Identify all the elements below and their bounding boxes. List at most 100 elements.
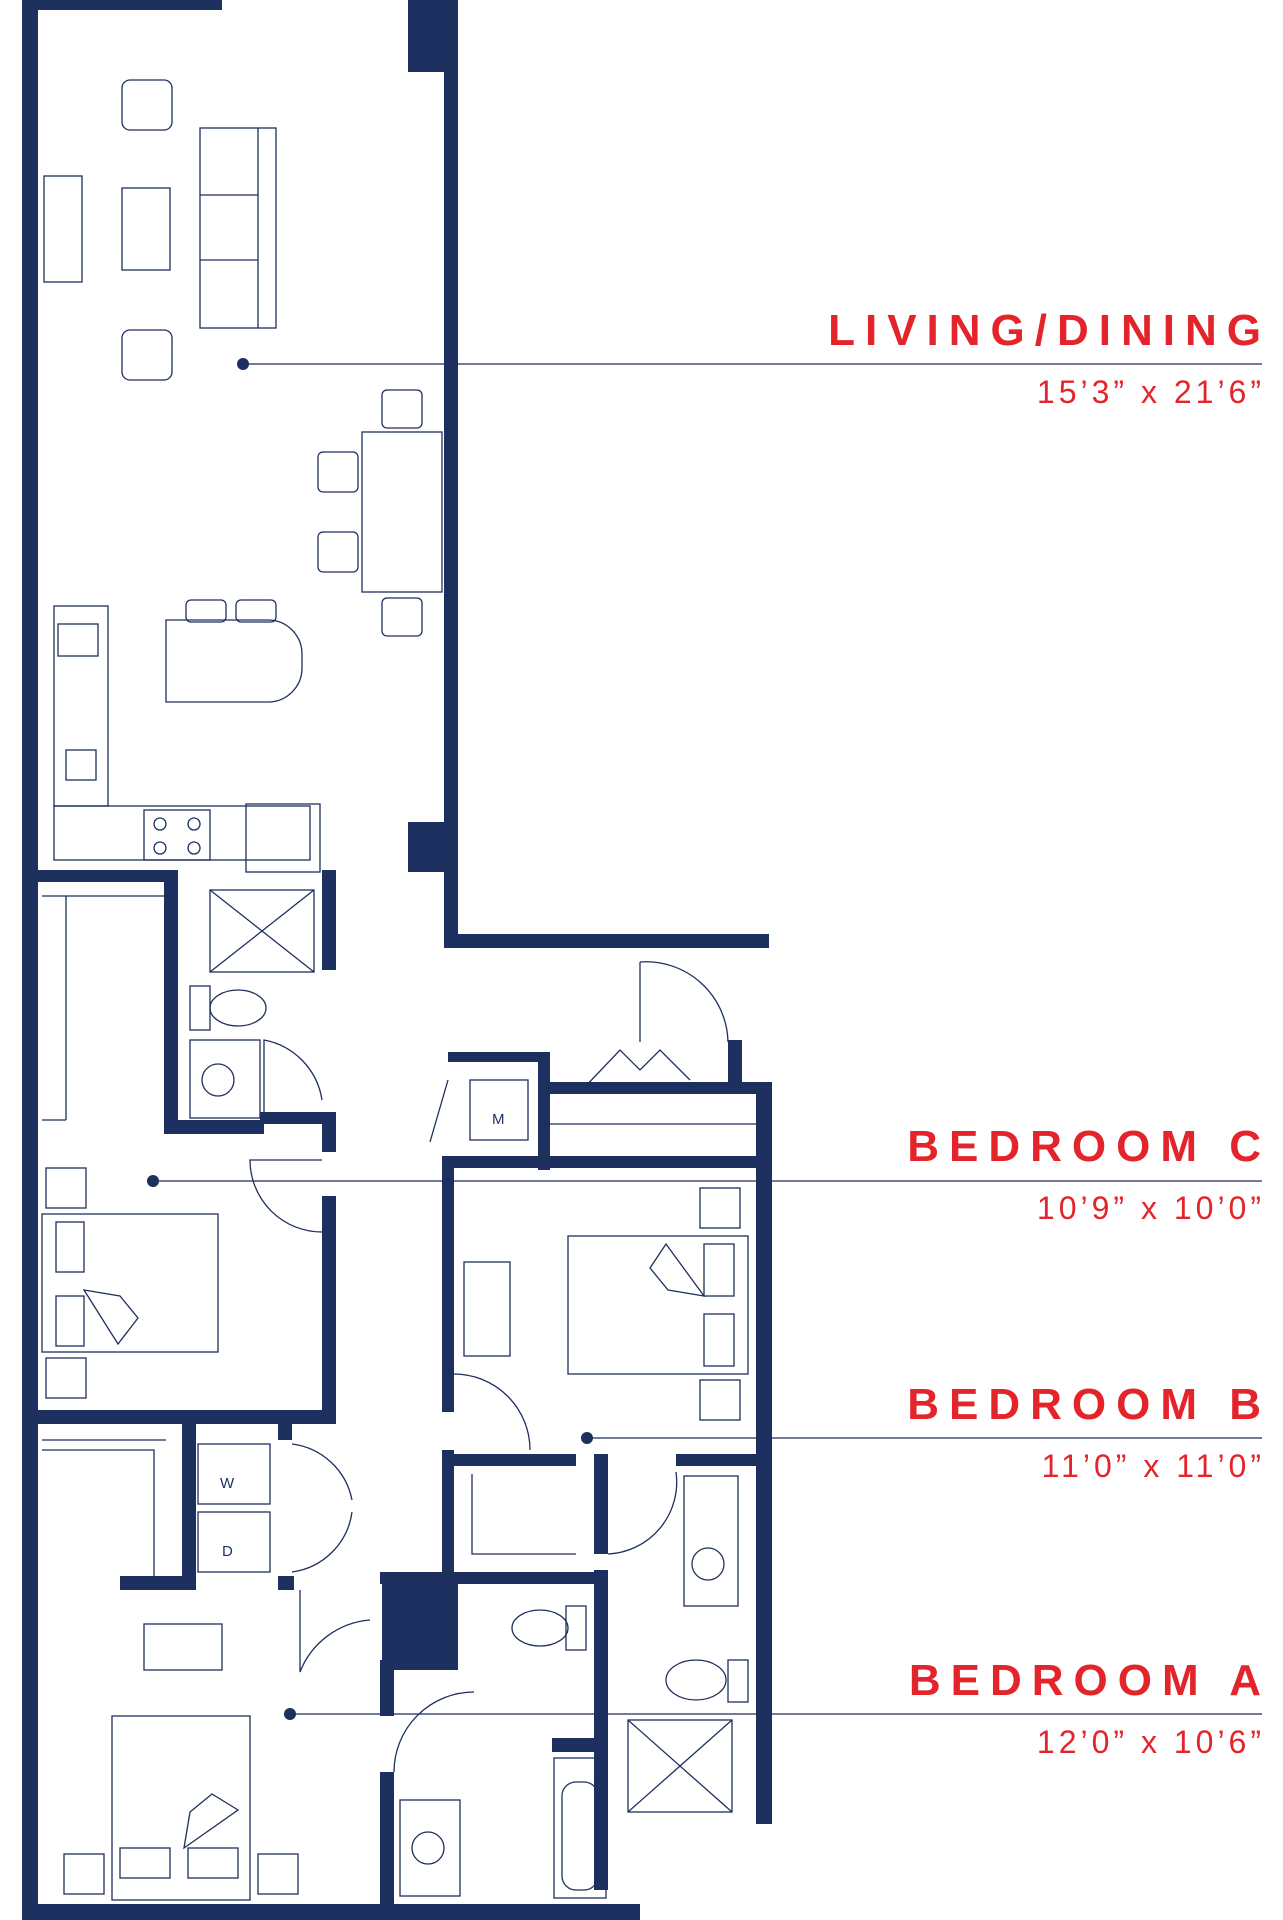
vanity-a — [399, 1799, 461, 1897]
bath-a-fixtures — [393, 1605, 607, 1899]
wall-bath-a-left — [380, 1660, 394, 1716]
dot-bedroom-b — [581, 1432, 593, 1444]
washer-label: W — [220, 1475, 235, 1492]
bedroom-a-furniture — [63, 1590, 371, 1901]
wall-column-a — [382, 1572, 458, 1670]
room-name: BEDROOM A — [908, 1656, 1271, 1705]
wall-bath-b-left — [594, 1454, 608, 1554]
wall-laundry-bottom — [120, 1576, 196, 1590]
closet-bifold — [581, 1049, 691, 1091]
nightstand-b-2 — [699, 1379, 741, 1421]
wall-living-bottom-left — [22, 870, 168, 882]
nightstand-a-2 — [257, 1853, 299, 1895]
mech-room — [469, 1079, 529, 1141]
sink-c — [201, 1063, 235, 1097]
wall-entry-top — [444, 934, 769, 948]
wall-bottom — [22, 1904, 640, 1920]
armchair-top — [121, 79, 173, 131]
bed-c — [41, 1213, 219, 1353]
room-label-bedroom-c: BEDROOM C 10’9” x 10’0” — [907, 1122, 1261, 1227]
kitchen-island — [165, 619, 303, 703]
coffee-table — [121, 187, 171, 271]
dishwasher — [65, 749, 97, 781]
entry-door-swing — [639, 961, 729, 1043]
bath-c-fixtures — [42, 889, 323, 1576]
sink-b — [691, 1547, 725, 1581]
pillow-a-2 — [187, 1847, 239, 1879]
pillow-b-2 — [703, 1313, 735, 1367]
walls — [22, 0, 772, 1920]
living-furniture — [43, 79, 443, 873]
wall-bedroom-c-bottom — [22, 1410, 336, 1424]
sofa — [199, 127, 277, 329]
media-console — [43, 175, 83, 283]
wall-closet-top — [542, 1082, 772, 1094]
pillow-c-2 — [55, 1295, 85, 1347]
wall-top-stub — [22, 0, 222, 10]
dot-bedroom-c — [147, 1175, 159, 1187]
stool-1 — [185, 599, 227, 623]
wall-bath-a-mid — [380, 1772, 394, 1920]
room-label-living-dining: LIVING/DINING 15’3” x 21’6” — [828, 306, 1261, 411]
wall-bedroom-b-bottom-right — [676, 1454, 772, 1466]
door-swing-bath-c — [263, 1039, 323, 1112]
wall-living-right — [444, 0, 458, 948]
wall-bath-c-right-upper — [322, 870, 336, 970]
kitchen-counter-bottom — [53, 805, 311, 861]
dryer-box — [197, 1511, 271, 1573]
desk-b — [463, 1261, 511, 1357]
toilet-c-bowl — [209, 989, 267, 1027]
wall-left — [22, 0, 38, 1920]
closet-a — [42, 1439, 166, 1576]
wall-bedroom-b-bottom — [454, 1454, 576, 1466]
room-dots — [147, 358, 593, 1720]
door-swing-bath-a — [393, 1691, 475, 1773]
nightstand-c-2 — [45, 1357, 87, 1399]
sink-a — [411, 1831, 445, 1865]
room-name: BEDROOM C — [907, 1122, 1271, 1171]
stool-2 — [235, 599, 277, 623]
closet-b — [471, 1474, 576, 1555]
bed-a-fold — [183, 1793, 240, 1850]
vanity-c — [189, 1039, 261, 1119]
dresser-a — [143, 1623, 223, 1671]
room-dimensions: 11’0” x 11’0” — [1041, 1448, 1265, 1484]
room-dimensions: 12’0” x 10’6” — [1036, 1724, 1265, 1760]
closet-c — [42, 895, 166, 1121]
bedroom-c-furniture — [41, 1167, 219, 1399]
wall-laundry-left — [182, 1410, 196, 1590]
room-label-bedroom-a: BEDROOM A 12’0” x 10’6” — [909, 1656, 1261, 1761]
wall-right — [756, 1082, 772, 1824]
toilet-a-bowl — [511, 1609, 569, 1647]
shower-c-x2 — [209, 889, 315, 973]
door-swing-bath-b — [607, 1471, 678, 1555]
wall-laundry-bottom-right — [278, 1576, 294, 1590]
dining-chair-left-1 — [317, 451, 359, 493]
door-swing-bedroom-a — [299, 1590, 371, 1673]
cooktop — [143, 809, 211, 861]
mech-door — [429, 1079, 449, 1143]
toilet-b-bowl — [665, 1659, 727, 1701]
wall-bedroom-b-left-lower — [442, 1450, 454, 1572]
washer-box — [197, 1443, 271, 1505]
door-swing-bedroom-c — [249, 1159, 323, 1233]
nightstand-b-1 — [699, 1187, 741, 1229]
dining-chair-bottom — [381, 597, 423, 637]
bath-b-fixtures — [627, 1475, 749, 1813]
room-name: BEDROOM B — [907, 1380, 1271, 1429]
burner-1 — [153, 817, 167, 831]
mech-closet — [429, 1049, 756, 1143]
pillow-c-1 — [55, 1221, 85, 1273]
wall-bedroom-b-left — [442, 1156, 454, 1412]
wall-laundry-right — [278, 1410, 292, 1440]
shower-b-x2 — [627, 1719, 733, 1813]
dining-table — [361, 431, 443, 593]
wall-bath-c-bottom — [164, 1120, 264, 1134]
bed-a — [111, 1715, 251, 1901]
toilet-a-tank — [565, 1605, 587, 1651]
dining-chair-top — [381, 389, 423, 429]
bed-b — [567, 1235, 749, 1375]
wall-bath-c-door-stub — [260, 1112, 336, 1124]
refrigerator — [245, 803, 321, 873]
bed-b-fold — [649, 1242, 706, 1297]
